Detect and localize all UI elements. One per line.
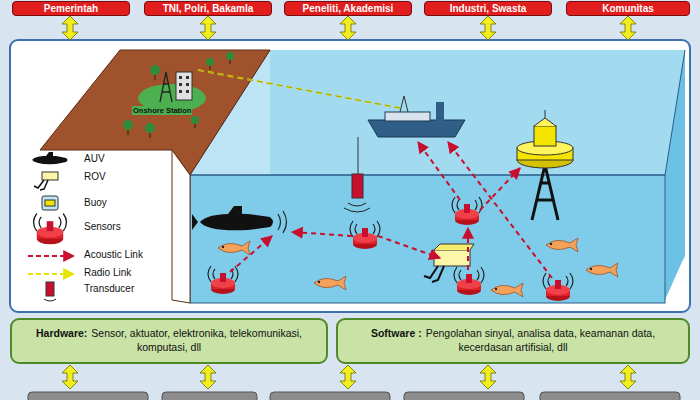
legend-label: Radio Link xyxy=(84,267,131,278)
stakeholder-box: Komunitas xyxy=(566,1,690,16)
stakeholder-box: TNI, Polri, Bakamla xyxy=(144,1,272,16)
box-text: Komunitas xyxy=(602,2,654,15)
stakeholder-box: Pemerintah xyxy=(12,1,130,16)
stakeholder-box: Industri, Swasta xyxy=(424,1,552,16)
legend-entry: Transducer xyxy=(84,283,134,294)
box-label: Peneliti, Akademisi xyxy=(303,3,394,14)
box-heading: Hardware: xyxy=(36,327,87,339)
station-label: Onshore Station xyxy=(132,106,192,115)
legend-entry: Buoy xyxy=(84,197,107,208)
legend-label: Transducer xyxy=(84,283,134,294)
software-box: Software : Pengolahan sinyal, analisa dat… xyxy=(336,318,690,364)
box-label: TNI, Polri, Bakamla xyxy=(163,3,254,14)
legend-entry: Radio Link xyxy=(84,267,131,278)
box-label: Pengolahan sinyal, analisa data, keamana… xyxy=(426,327,655,353)
legend-entry: Sensors xyxy=(84,221,121,232)
legend-label: ROV xyxy=(84,171,106,182)
box-text: Industri, Swasta xyxy=(450,2,527,15)
legend-label: Buoy xyxy=(84,197,107,208)
legend-label: AUV xyxy=(84,153,105,164)
box-text: Pemerintah xyxy=(44,2,98,15)
stakeholder-box: Peneliti, Akademisi xyxy=(284,1,412,16)
legend-label: Sensors xyxy=(84,221,121,232)
box-text: Hardware: Sensor, aktuator, elektronika, … xyxy=(22,327,316,354)
legend-entry: Acoustic Link xyxy=(84,249,143,260)
hardware-box: Hardware: Sensor, aktuator, elektronika, … xyxy=(10,318,328,364)
box-label: Sensor, aktuator, elektronika, telekomun… xyxy=(91,327,302,353)
box-text: TNI, Polri, Bakamla xyxy=(163,2,254,15)
legend-entry: AUV xyxy=(84,153,105,164)
box-label: Pemerintah xyxy=(44,3,98,14)
box-label: Komunitas xyxy=(602,3,654,14)
box-heading: Software : xyxy=(371,327,422,339)
box-label: Industri, Swasta xyxy=(450,3,527,14)
legend-entry: ROV xyxy=(84,171,106,182)
legend-label: Acoustic Link xyxy=(84,249,143,260)
box-text: Peneliti, Akademisi xyxy=(303,2,394,15)
box-text: Software : Pengolahan sinyal, analisa dat… xyxy=(348,327,678,354)
